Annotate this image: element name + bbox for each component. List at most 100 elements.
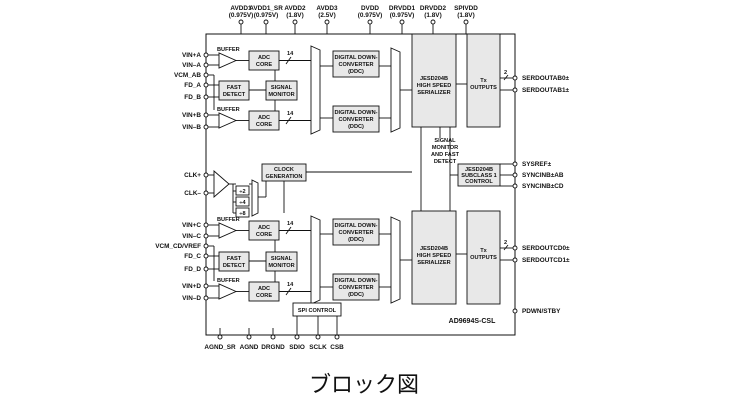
part-number: AD9694S-CSL: [449, 318, 496, 325]
pin-vin-plus-a: VIN+A: [182, 52, 201, 59]
pin-sdio: SDIO: [289, 344, 305, 351]
clock-generation-label1: CLOCK: [274, 167, 294, 173]
pin-syncinb-ab: SYNCINB±AB: [522, 172, 564, 179]
tx-ab-label2: OUTPUTS: [470, 85, 497, 91]
pin-agnd-sr: AGND_SR: [204, 344, 236, 351]
fast-detect-ab-label1: FAST: [227, 85, 242, 91]
pin-clk-plus: CLK+: [184, 172, 201, 179]
ddc-b-label1: DIGITAL DOWN-: [335, 110, 378, 116]
divider-8-label: ÷8: [239, 211, 245, 217]
pin-avdd3-volt: (2.5V): [318, 12, 335, 19]
pin-vin-minus-b: VIN–B: [182, 124, 201, 131]
pin-clk-minus: CLK–: [184, 190, 201, 197]
crossbar-mux-cd: [310, 215, 321, 305]
spi-control: [292, 302, 342, 317]
pin-spivdd-volt: (1.8V): [457, 12, 474, 19]
subclass-label2: SUBCLASS 1: [461, 173, 496, 179]
crossbar-mux-ab: [310, 45, 321, 135]
tx-outputs-cd: [466, 210, 501, 305]
fast-detect-ab: [218, 80, 250, 101]
pin-avdd1-sr-volt: (0.975V): [254, 12, 279, 19]
signal-monitor-ab: [265, 80, 298, 101]
buffer-label-b: BUFFER: [217, 107, 240, 113]
fast-detect-cd-label1: FAST: [227, 256, 242, 262]
figure-caption: ブロック図: [309, 372, 419, 397]
pin-drvdd2: DRVDD2: [420, 5, 447, 12]
spi-control-label: SPI CONTROL: [298, 308, 337, 314]
lane-count-cd: 2: [504, 240, 507, 246]
ddc-a-label2: CONVERTER: [338, 62, 373, 68]
pin-vin-minus-c: VIN–C: [182, 233, 201, 240]
jesd-ab-label1: JESD204B: [420, 76, 448, 82]
divider-2: [235, 185, 250, 196]
buffer-a: [218, 52, 238, 69]
pin-fd-d: FD_D: [184, 266, 201, 273]
pin-agnd: AGND: [240, 344, 259, 351]
bus-width-d: 14: [287, 282, 294, 288]
bus-width-a: 14: [287, 51, 294, 57]
adc-core-a-label1: ADC: [258, 55, 270, 61]
pin-vin-plus-d: VIN+D: [182, 283, 201, 290]
pin-serdoutab1: SERDOUTAB1±: [522, 87, 570, 94]
clock-divider-mux: [251, 179, 259, 217]
jesd-cd-label1: JESD204B: [420, 246, 448, 252]
clock-section: ÷2 ÷4 ÷8 CLOCK GENERATION SIGNAL MONITOR…: [208, 127, 513, 218]
pin-vin-plus-c: VIN+C: [182, 222, 201, 229]
ddc-a-label1: DIGITAL DOWN-: [335, 55, 378, 61]
buffer-c: [218, 222, 238, 239]
channel-cd: BUFFER BUFFER ADC CORE ADC CORE FAST DET…: [208, 210, 513, 305]
pin-serdoutcd1: SERDOUTCD1±: [522, 257, 570, 264]
buffer-d: [218, 283, 238, 300]
jesd-cd-label3: SERIALIZER: [417, 260, 450, 266]
sig-mon-fast-label4: DETECT: [434, 159, 457, 165]
buffer-label-c: BUFFER: [217, 217, 240, 223]
tx-cd-label1: Tx: [480, 248, 487, 254]
bottom-pins: AGND_SR AGND DRGND SDIO SCLK CSB: [204, 334, 344, 351]
spi-section: SPI CONTROL: [219, 302, 342, 335]
right-pins: SERDOUTAB0± SERDOUTAB1± SYSREF± SYNCINB±…: [512, 75, 570, 315]
bus-width-c: 14: [287, 221, 294, 227]
pin-vin-minus-d: VIN–D: [182, 295, 201, 302]
pin-drvdd1: DRVDD1: [389, 5, 416, 12]
ddc-c-label1: DIGITAL DOWN-: [335, 223, 378, 229]
pin-drgnd: DRGND: [261, 344, 285, 351]
sig-mon-fast-label3: AND FAST: [431, 152, 460, 158]
signal-monitor-cd-label2: MONITOR: [268, 263, 294, 269]
pin-dvdd-volt: (0.975V): [358, 12, 383, 19]
divider-8: [235, 207, 250, 218]
pin-serdoutcd0: SERDOUTCD0±: [522, 245, 570, 252]
pin-avdd1-sr: AVDD1_SR: [249, 5, 283, 12]
tx-outputs-ab: [466, 33, 501, 128]
jesd-ab-label2: HIGH SPEED: [417, 83, 452, 89]
tx-cd-label2: OUTPUTS: [470, 255, 497, 261]
fast-detect-ab-label2: DETECT: [223, 92, 246, 98]
pin-dvdd: DVDD: [361, 5, 379, 12]
clock-generation-label2: GENERATION: [266, 174, 303, 180]
sig-mon-fast-label2: MONITOR: [432, 145, 458, 151]
signal-monitor-cd: [265, 251, 298, 272]
pin-vin-plus-b: VIN+B: [182, 112, 201, 119]
bus-width-b: 14: [287, 111, 294, 117]
pin-sysref: SYSREF±: [522, 161, 552, 168]
ddc-a: [332, 50, 380, 78]
adc-core-b-label1: ADC: [258, 115, 270, 121]
pin-csb: CSB: [330, 344, 344, 351]
pin-syncinb-cd: SYNCINB±CD: [522, 183, 564, 190]
ddc-c-label2: CONVERTER: [338, 230, 373, 236]
sig-mon-fast-label1: SIGNAL: [434, 138, 456, 144]
output-mux-ab: [390, 47, 401, 133]
pin-avdd1-volt: (0.975V): [229, 12, 254, 19]
ddc-d-label3: (DDC): [348, 292, 364, 298]
buffer-b: [218, 112, 238, 129]
signal-monitor-ab-label1: SIGNAL: [271, 85, 293, 91]
ddc-d-label1: DIGITAL DOWN-: [335, 278, 378, 284]
divider-4-label: ÷4: [239, 200, 246, 206]
jesd-ab-label3: SERIALIZER: [417, 90, 450, 96]
adc-core-c-label1: ADC: [258, 225, 270, 231]
pin-drvdd2-volt: (1.8V): [424, 12, 441, 19]
pin-drvdd1-volt: (0.975V): [390, 12, 415, 19]
pin-sclk: SCLK: [309, 344, 327, 351]
pin-avdd1: AVDD1: [230, 5, 252, 12]
pin-fd-a: FD_A: [184, 82, 201, 89]
